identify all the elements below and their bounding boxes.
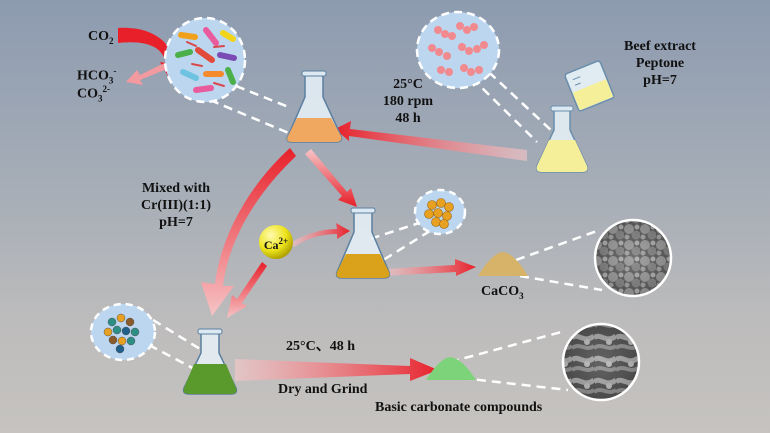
calcium-flask-icon — [335, 207, 391, 279]
bicarbonate-label: HCO3- — [77, 66, 117, 86]
medium-peptone-label: Peptone — [635, 56, 685, 71]
culture-temperature-label: 25°C — [393, 77, 423, 92]
culture-bacteria-bubble — [415, 10, 501, 90]
mixing-arrow — [201, 148, 296, 316]
culture-time-label: 48 h — [395, 111, 421, 126]
co2-label: CO2 — [88, 29, 114, 46]
culture-speed-label: 180 rpm — [382, 94, 434, 109]
reaction-conditions-label: 25°C、48 h — [286, 339, 355, 354]
product-powder-icon — [426, 357, 476, 380]
medium-ph-label: pH=7 — [643, 73, 677, 88]
culture-flask-icon — [286, 70, 343, 143]
product-sem-micrograph-icon — [561, 322, 641, 402]
calcium-addition-arrow — [290, 223, 350, 247]
product-label: Basic carbonate compounds — [375, 400, 543, 415]
bacteria-icon — [175, 27, 237, 93]
calcium-to-chromium-arrow — [227, 262, 267, 318]
medium-beef-extract-label: Beef extract — [624, 39, 696, 54]
mixing-label-line1: Mixed with — [141, 181, 211, 196]
inoculation-arrow — [335, 121, 527, 161]
chromium-flask-icon — [182, 328, 238, 395]
drying-arrow — [235, 358, 438, 381]
mixing-label-line3: pH=7 — [159, 215, 193, 230]
calcium-ion-label: Ca2+ — [263, 236, 289, 252]
caco3-label: CaCO3 — [481, 284, 524, 301]
carbonate-label: CO32- — [77, 84, 110, 104]
bacteria-bubble — [163, 16, 247, 104]
mixing-label-line2: Cr(III)(1:1) — [141, 198, 211, 213]
precipitation-arrow — [305, 149, 357, 207]
beaker-icon — [564, 60, 615, 112]
medium-flask-icon — [535, 105, 589, 173]
powder-pile-icon — [478, 252, 528, 276]
calcium-ion-icon — [259, 225, 293, 259]
precipitate-bubble — [413, 188, 467, 236]
bacteria-chain-icon — [428, 22, 488, 76]
chromium-bubble — [89, 302, 157, 362]
carbonate-release-arrow — [126, 60, 176, 85]
dry-grind-label: Dry and Grind — [278, 382, 368, 397]
caco3-formation-arrow — [384, 259, 476, 276]
sem-micrograph-icon — [593, 218, 673, 298]
dashed-connectors — [148, 61, 603, 392]
